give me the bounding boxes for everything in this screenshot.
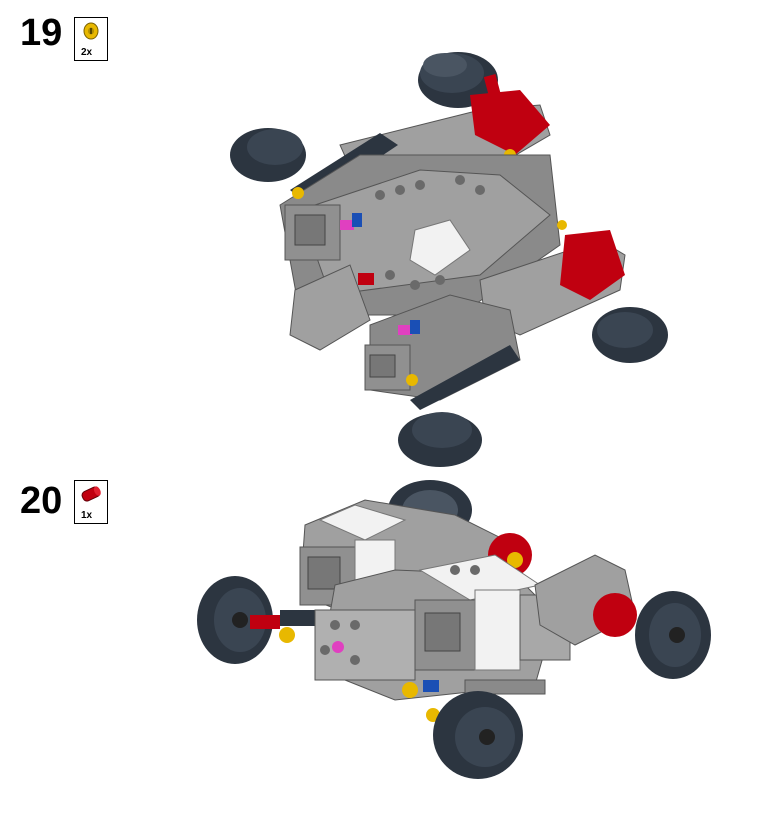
step-number: 20	[20, 480, 63, 522]
wheel-icon	[230, 128, 306, 182]
red-axle-connector-icon	[81, 486, 101, 502]
parts-callout: 2x	[74, 17, 108, 61]
wheel-icon	[433, 691, 523, 779]
step-19-assembly-illustration	[230, 52, 668, 467]
wheel-icon	[418, 52, 498, 108]
part-quantity: 2x	[81, 47, 93, 58]
wheel-icon	[197, 576, 273, 664]
step-20: 20 1x	[0, 470, 768, 813]
step-19: 19 2x	[20, 12, 668, 467]
wheel-icon	[635, 591, 711, 679]
step-number: 19	[20, 12, 63, 54]
wheel-icon	[592, 307, 668, 363]
yellow-bush-icon	[83, 22, 99, 40]
parts-callout: 1x	[74, 480, 108, 524]
wheel-icon	[398, 412, 482, 467]
step-20-assembly-illustration	[197, 480, 711, 779]
part-quantity: 1x	[81, 510, 93, 521]
